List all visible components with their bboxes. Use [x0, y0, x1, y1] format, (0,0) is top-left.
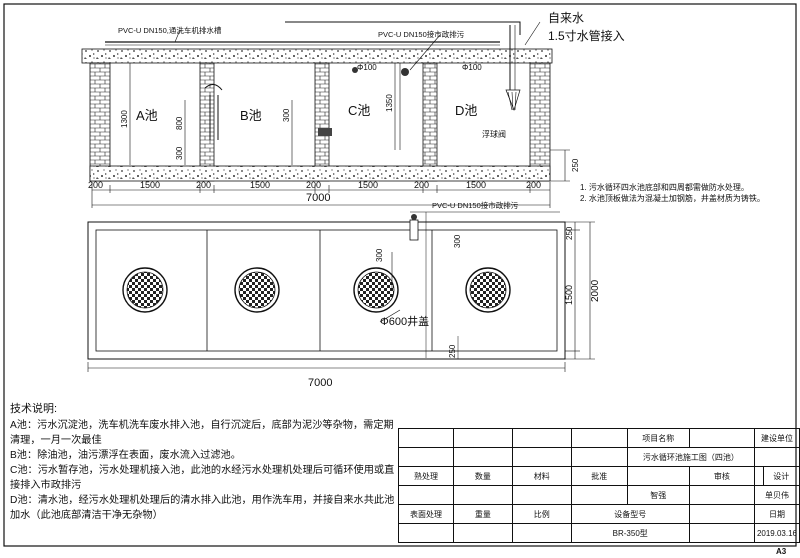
plan-dim-2000: 2000 [590, 279, 601, 302]
svg-text:200: 200 [88, 180, 103, 190]
tap-connection-label: 1.5寸水管接入 [548, 28, 625, 43]
manhole-b [234, 267, 280, 313]
pool-d-label: D池 [455, 103, 477, 118]
date: 2019.03.16 [753, 523, 800, 543]
tech-note-a: A池：污水沉淀池，洗车机洗车废水排入池，自行沉淀后，底部为泥沙等杂物，需定期清理… [10, 420, 394, 446]
header-design: 设计 [762, 466, 800, 486]
header-review: 审核 [688, 466, 755, 486]
header-model: 设备型号 [570, 504, 690, 524]
dim-250: 250 [571, 158, 580, 172]
dim-300-a: 300 [175, 146, 184, 160]
manhole-label: Φ600井盖 [380, 314, 429, 328]
header-approve: 批准 [570, 466, 628, 486]
manhole-c [353, 267, 399, 313]
dim-800: 800 [175, 116, 184, 130]
plan-dim-250-bottom: 250 [448, 344, 457, 358]
pool-a-label: A池 [136, 108, 158, 123]
plan-total-length: 7000 [308, 377, 332, 389]
dim-300-b: 300 [282, 108, 291, 122]
header-surface: 表面处理 [397, 504, 455, 524]
side-notes: 1. 污水循环四水池底部和四周都需做防水处理。 2. 水池顶板做法为混凝土加钢筋… [580, 182, 765, 204]
title-block: 项目名称 建设单位 污水循环池施工图（四池） 熟处理 数量 材料 批准 审核 设… [397, 428, 800, 543]
header-scale: 比例 [511, 504, 572, 524]
bottom-dims: 200 1500 200 1500 200 1500 200 1500 200 [88, 180, 541, 190]
header-quantity: 数量 [453, 466, 513, 486]
tech-notes: 技术说明: A池：污水沉淀池，洗车机洗车废水排入池，自行沉淀后，底部为泥沙等杂物… [10, 402, 398, 523]
section-view: PVC-U DN150,通洗车机排水槽 PVC-U DN150接市政排污 自来水… [81, 11, 625, 208]
pipe-municipal-label: PVC-U DN150接市政排污 [378, 29, 465, 39]
project-name: 污水循环池施工图（四池） [626, 447, 755, 467]
side-note-1: 1. 污水循环四水池底部和四周都需做防水处理。 [580, 183, 749, 192]
header-weight: 重量 [453, 504, 513, 524]
dim-1350: 1350 [385, 94, 394, 112]
pipe-diameter-d: Φ100 [462, 63, 482, 72]
side-note-2: 2. 水池顶板做法为混凝土加钢筋，井盖材质为铸铁。 [580, 194, 765, 203]
plan-pipe-label: PVC-U DN150接市政排污 [432, 200, 519, 210]
plan-dim-1500: 1500 [564, 285, 574, 305]
float-valve-label: 浮球阀 [482, 129, 506, 139]
header-heat-treatment: 熟处理 [397, 466, 455, 486]
page-size-label: A3 [776, 547, 787, 556]
section-total-length: 7000 [306, 192, 330, 204]
header-material: 材料 [511, 466, 572, 486]
pipe-diameter-c: Φ100 [357, 63, 377, 72]
tech-note-c: C池：污水暂存池，污水处理机接入池，此池的水经污水处理机处理后可循环使用或直接排… [10, 465, 395, 491]
dim-1300: 1300 [120, 110, 129, 128]
pool-c-label: C池 [348, 103, 370, 118]
svg-text:1500: 1500 [250, 180, 270, 190]
manhole-d [465, 267, 511, 313]
tap-water-label: 自来水 [548, 11, 584, 25]
svg-text:200: 200 [526, 180, 541, 190]
plan-dim-300-a: 300 [375, 248, 384, 262]
approver: 智强 [626, 485, 690, 505]
pipe-top-label: PVC-U DN150,通洗车机排水槽 [118, 25, 222, 35]
svg-text:200: 200 [414, 180, 429, 190]
manhole-a [122, 267, 168, 313]
svg-text:200: 200 [306, 180, 321, 190]
designer: 单贝伟 [753, 485, 800, 505]
pool-b-label: B池 [240, 108, 262, 123]
model: BR-350型 [570, 523, 690, 543]
project-name-label: 项目名称 [626, 428, 690, 448]
tech-note-d: D池：清水池，经污水处理机处理后的清水排入此池，用作洗车用，并接自来水共此池加水… [10, 495, 395, 521]
svg-text:1500: 1500 [358, 180, 378, 190]
tech-note-b: B池：除油池，油污漂浮在表面，废水流入过滤池。 [10, 450, 241, 461]
plan-view: PVC-U DN150接市政排污 250 1500 2000 250 300 3… [87, 200, 601, 389]
plan-dim-250-top: 250 [565, 226, 574, 240]
plan-dim-300-b: 300 [453, 234, 462, 248]
header-date: 日期 [753, 504, 800, 524]
tech-notes-heading: 技术说明: [10, 403, 58, 415]
client-label: 建设单位 [753, 428, 800, 448]
svg-text:1500: 1500 [466, 180, 486, 190]
svg-text:1500: 1500 [140, 180, 160, 190]
svg-text:200: 200 [196, 180, 211, 190]
